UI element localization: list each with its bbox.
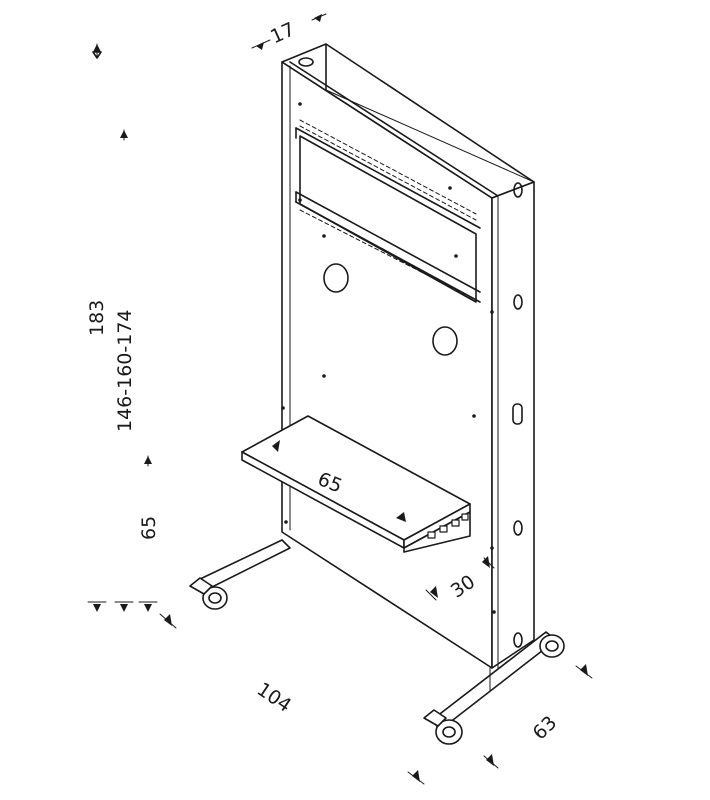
caster-front-left	[423, 709, 463, 745]
dimension-label-total-height: 183	[86, 299, 108, 336]
vesa-bracket	[295, 119, 481, 303]
panel-screws	[281, 102, 496, 614]
caster-rear-left	[189, 577, 228, 610]
cable-holes	[323, 263, 458, 356]
shelf	[241, 415, 471, 553]
caster-front-right	[539, 634, 565, 658]
side-holes	[298, 57, 523, 648]
dimension-lines	[87, 13, 593, 785]
dimension-label-shelf-height: 65	[138, 515, 160, 540]
dimension-label-panel-height-options: 146-160-174	[114, 309, 136, 432]
main-panel	[281, 43, 535, 669]
